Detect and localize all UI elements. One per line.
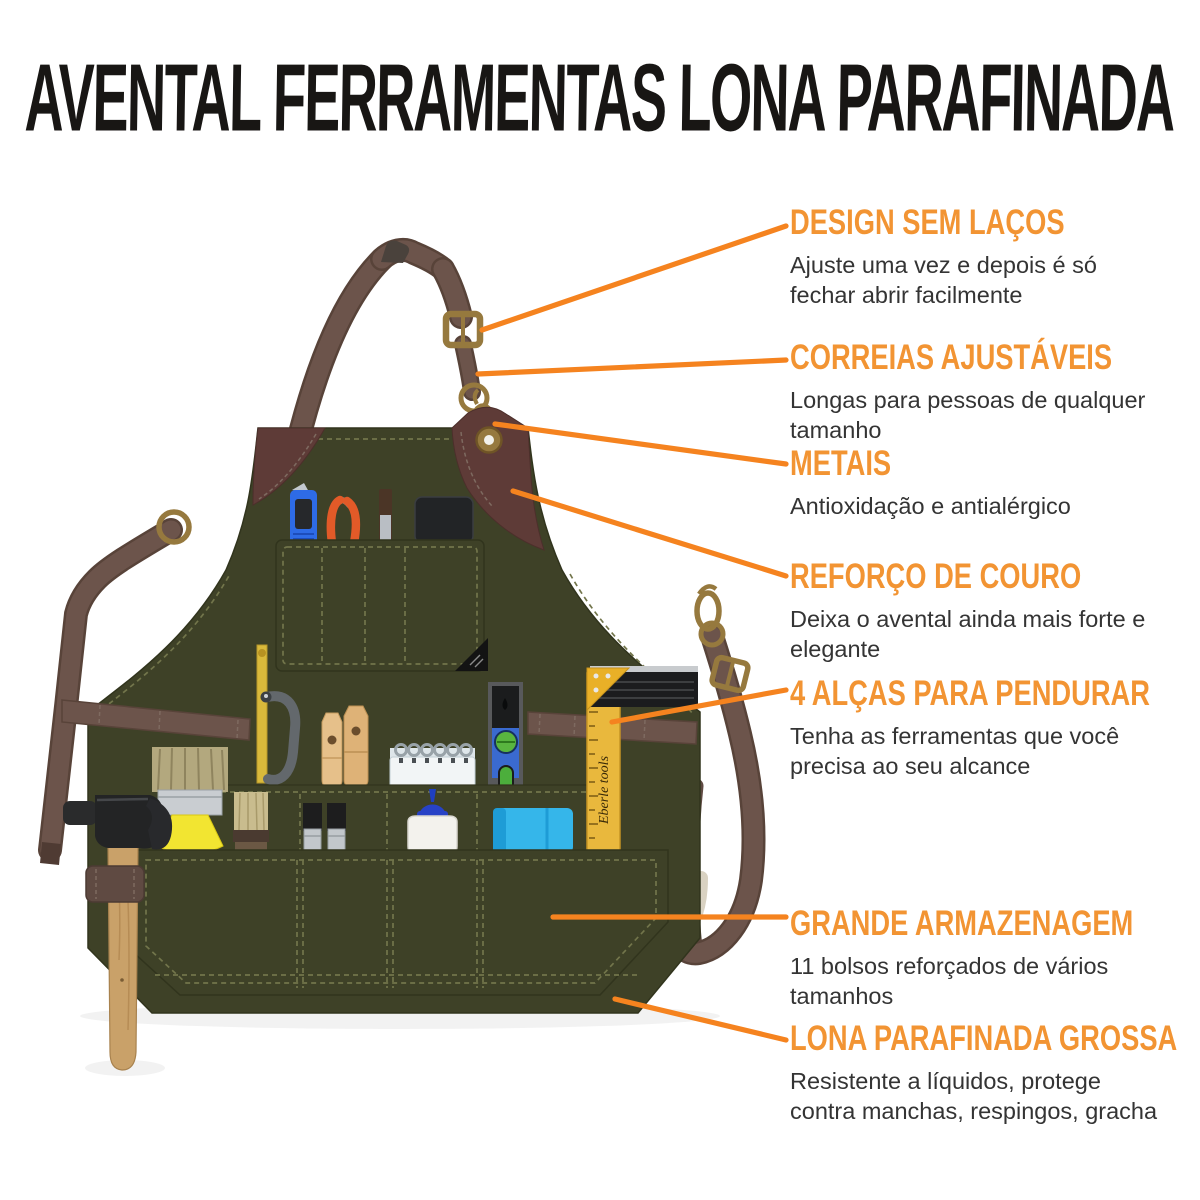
callout-correias-ajustaveis: CORREIAS AJUSTÁVEIS Longas para pessoas … (790, 338, 1190, 446)
neck-strap (285, 237, 496, 457)
callout-lona-parafinada: LONA PARAFINADA GROSSA Resistente a líqu… (790, 1019, 1190, 1127)
callout-line (510, 488, 789, 579)
hammer-loop (85, 865, 145, 903)
callout-line (612, 996, 789, 1043)
callout-line (479, 223, 789, 333)
pliers (326, 495, 361, 548)
wooden-handles (321, 705, 369, 789)
strap-hook-tab (381, 240, 410, 263)
right-tie-ring (698, 620, 726, 648)
strap-leather-tip (40, 842, 61, 865)
callout-heading: DESIGN SEM LAÇOS (790, 203, 1065, 242)
callout-lines (475, 223, 789, 1043)
blue-notebook (493, 808, 573, 853)
callout-body: Tenha as ferramentas que você precisa ao… (790, 723, 1120, 780)
callout-line (492, 421, 789, 467)
callout-4-alcas: 4 ALÇAS PARA PENDURAR Tenha as ferrament… (790, 674, 1190, 782)
leather-corner-right (451, 406, 545, 551)
big-pockets (132, 849, 669, 996)
snap-hook-tip (697, 584, 718, 596)
right-snap-hook (694, 590, 722, 632)
callout-heading: LONA PARAFINADA GROSSA (790, 1019, 1178, 1058)
callout-body: Ajuste uma vez e depois é só fechar abri… (790, 252, 1097, 309)
callout-heading: METAIS (790, 444, 892, 483)
carpenter-square (586, 666, 698, 712)
callout-line (609, 687, 789, 725)
callout-heading: 4 ALÇAS PARA PENDURAR (790, 674, 1150, 713)
spirit-level (488, 682, 523, 800)
callout-metais: METAIS Antioxidação e antialérgico (790, 444, 1190, 521)
leather-corner-left (252, 427, 326, 506)
spiral-notepad (389, 743, 476, 793)
small-brushes (303, 803, 346, 852)
callout-heading: CORREIAS AJUSTÁVEIS (790, 338, 1113, 377)
callout-body: Longas para pessoas de qualquer tamanho (790, 387, 1146, 444)
snap-hook-gate (472, 388, 480, 405)
callout-reforco-de-couro: REFORÇO DE COURO Deixa o avental ainda m… (790, 557, 1190, 665)
callout-grande-armazenagem: GRANDE ARMAZENAGEM 11 bolsos reforçados … (790, 904, 1190, 1012)
chip-brush (233, 792, 269, 852)
callout-heading: GRANDE ARMAZENAGEM (790, 904, 1134, 943)
callout-body: Antioxidação e antialérgico (790, 493, 1071, 519)
utility-knife (290, 483, 317, 545)
paintbrush-large (152, 747, 228, 855)
callout-heading: REFORÇO DE COURO (790, 557, 1082, 596)
waist-strap-left (61, 699, 251, 741)
callout-body: 11 bolsos reforçados de vários tamanhos (790, 953, 1109, 1010)
ruler-brand-text: Eberle tools (597, 755, 612, 825)
callout-design-sem-lacos: DESIGN SEM LAÇOS Ajuste uma vez e depois… (790, 203, 1190, 311)
left-d-ring (156, 509, 192, 545)
hacksaw (256, 644, 301, 785)
pen (379, 489, 392, 541)
smartphone (414, 496, 474, 544)
callout-body: Resistente a líquidos, protege contra ma… (790, 1068, 1158, 1125)
chest-pocket (275, 539, 488, 672)
right-slider-buckle (709, 654, 751, 694)
left-waist-tie (38, 509, 192, 865)
callout-line (475, 357, 789, 377)
callout-body: Deixa o avental ainda mais forte e elega… (790, 606, 1146, 663)
glue-bottle (407, 789, 458, 856)
